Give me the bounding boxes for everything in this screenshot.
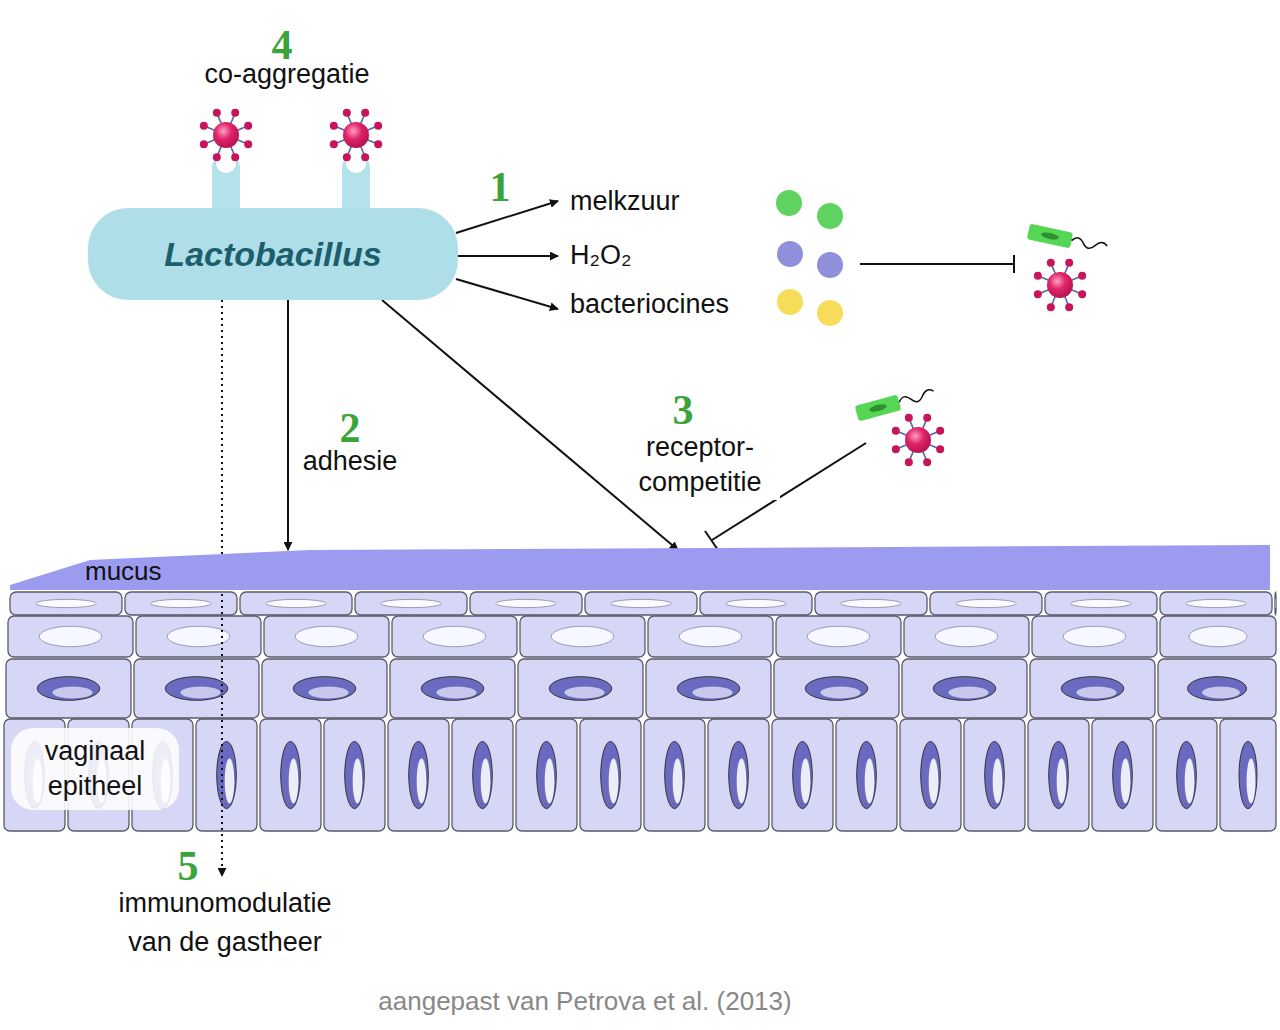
callout-number: 1 [490,166,511,208]
mucus-shape [10,545,1270,592]
callout-number: 3 [673,389,694,431]
mucus-band: mucus [10,545,1270,592]
product-label: bacteriocines [570,285,729,324]
epithelium-region: vaginaal epitheel [5,590,1275,832]
mechanism-label: immunomodulatie van de gastheer [100,884,350,962]
product-arrows [456,201,558,309]
node-text: mucus [85,555,162,587]
connector-arrow [382,300,678,550]
node-text: Lactobacillus [164,235,381,274]
callout-number: 5 [178,845,199,887]
connector-arrow [287,300,289,550]
product-label: melkzuur [570,182,680,221]
edge-label: adhesie [303,444,398,479]
node-text: vaginaal epitheel [11,728,179,810]
source-caption: aangepast van Petrova et al. (2013) [378,983,791,1021]
edge-label: receptor- competitie [620,430,780,500]
adhesin-stalks [212,153,370,210]
inhibition-lines [705,255,1014,550]
lactobacillus-cell: Lactobacillus [88,208,458,300]
product-dots [776,190,843,326]
epithelium-cells [4,592,1276,831]
product-label: H₂O₂ [570,236,631,275]
mechanism-label: co-aggregatie [204,55,369,94]
callout-number: 2 [340,407,361,449]
